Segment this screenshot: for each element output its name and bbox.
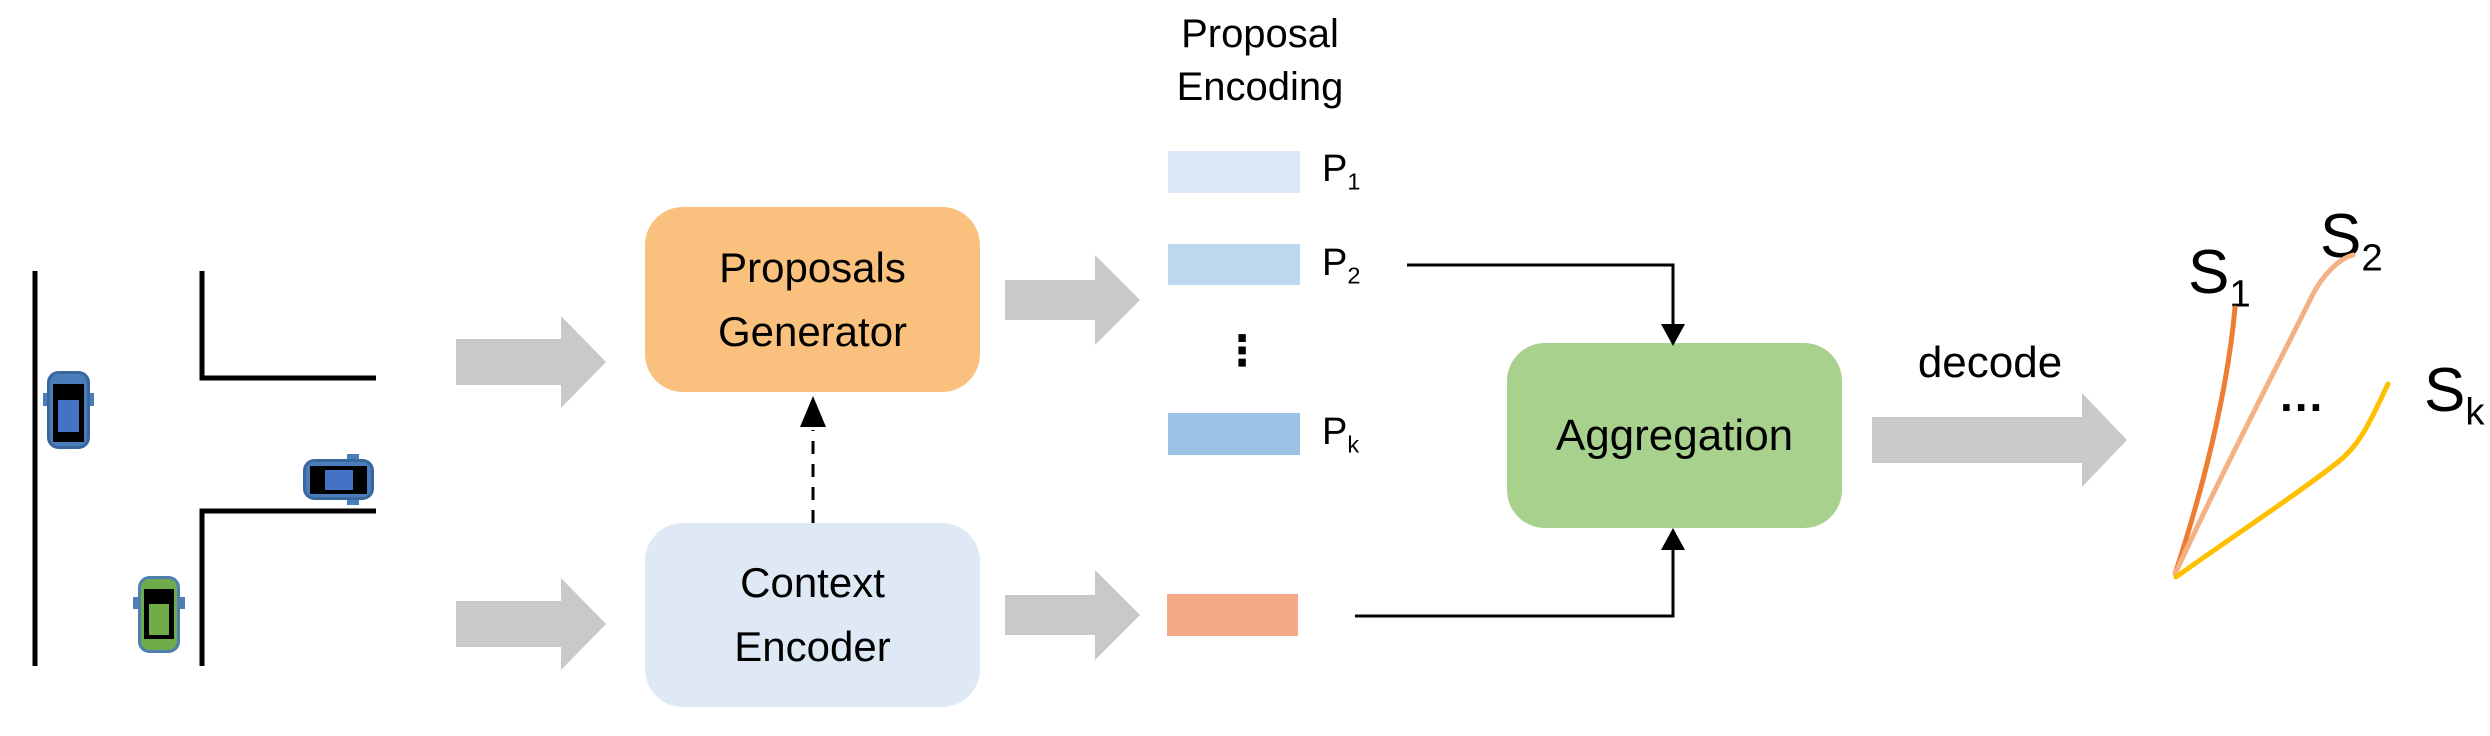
road-corner-upper [199,271,376,381]
road-scene [32,271,376,666]
road-corner-lower [199,508,376,666]
proposal-bar-pk-label: Pk [1322,409,1359,468]
arrow-decode [1872,393,2127,487]
p2-label-base: P [1322,242,1348,284]
proposal-bar-p1 [1168,151,1300,193]
s1-label-base: S [2188,238,2230,307]
context-encoding-bar [1167,594,1298,636]
s1-label-sub: 1 [2229,272,2251,316]
blue-car-middle-cabin [310,466,367,494]
trajectory-s1-curve [2172,305,2238,577]
sk-label-base: S [2424,356,2466,425]
blue-car-middle-roof [325,470,353,490]
blue-car-middle-body [303,459,374,500]
trajectory-s1-label: S1 [2188,238,2251,329]
context-encoder-label-line1: Context [740,559,885,606]
arrow-scene-to-context-encoder [456,578,606,670]
trajectory-s2-label: S2 [2320,202,2383,293]
blue-car-left-body [47,371,90,449]
arrow-encoder-to-context-bar [1005,570,1140,660]
aggregation-label: Aggregation [1555,410,1794,460]
blue-car-middle-mirror [347,497,359,505]
s2-label-sub: 2 [2361,236,2383,280]
pk-label-base: P [1322,411,1348,453]
p2-label-sub: 2 [1347,262,1361,289]
sk-label-sub: k [2465,390,2485,434]
connector-context-to-aggregation [1355,540,1675,618]
proposal-bar-p2 [1168,244,1300,285]
connector-context-arrowhead [1661,528,1685,550]
green-car-roof [149,604,169,635]
context-encoder-label-line2: Encoder [734,623,891,670]
proposal-bar-p1-label: P1 [1322,146,1360,205]
blue-car-left-mirror [43,393,51,406]
blue-car-left-roof [58,400,79,432]
connector-p2-to-aggregation [1407,263,1675,334]
decode-label: decode [1917,338,2063,387]
green-car-mirror [133,597,141,609]
proposal-encoding-title: Proposal Encoding [1140,8,1380,114]
arrow-generator-to-proposal-bars [1005,255,1140,345]
blue-car-left-cabin [53,384,84,442]
s2-label-base: S [2320,202,2362,271]
blue-car-left-mirror [86,393,94,406]
proposal-encoding-title-line1: Proposal [1181,12,1339,56]
context-encoder-box: Context Encoder [645,523,980,707]
proposals-generator-label-line1: Proposals [719,243,906,291]
dashed-arrow-head [800,396,826,427]
proposal-vertical-ellipsis: ⋮ [1221,326,1263,375]
p1-label-base: P [1322,148,1348,190]
proposal-encoding-title-line2: Encoding [1176,65,1344,109]
aggregation-box: Aggregation [1507,343,1842,528]
blue-car-middle [303,454,374,505]
proposal-bar-pk [1168,413,1300,455]
proposals-generator-box: Proposals Generator [645,207,980,392]
green-car-cabin [144,589,174,639]
green-car-mirror [177,597,185,609]
pk-label-sub: k [1347,431,1360,458]
trajectory-ellipsis: ... [2280,369,2325,421]
proposal-bar-p2-label: P2 [1322,240,1360,299]
arrow-scene-to-proposals-generator [456,316,606,408]
blue-car-left [43,371,94,449]
proposals-generator-label-line2: Generator [717,307,908,355]
blue-car-middle-mirror [347,454,359,462]
green-car-body [138,576,180,653]
trajectory-sk-label: Sk [2424,356,2485,447]
p1-label-sub: 1 [1347,168,1361,195]
green-car [133,576,185,653]
